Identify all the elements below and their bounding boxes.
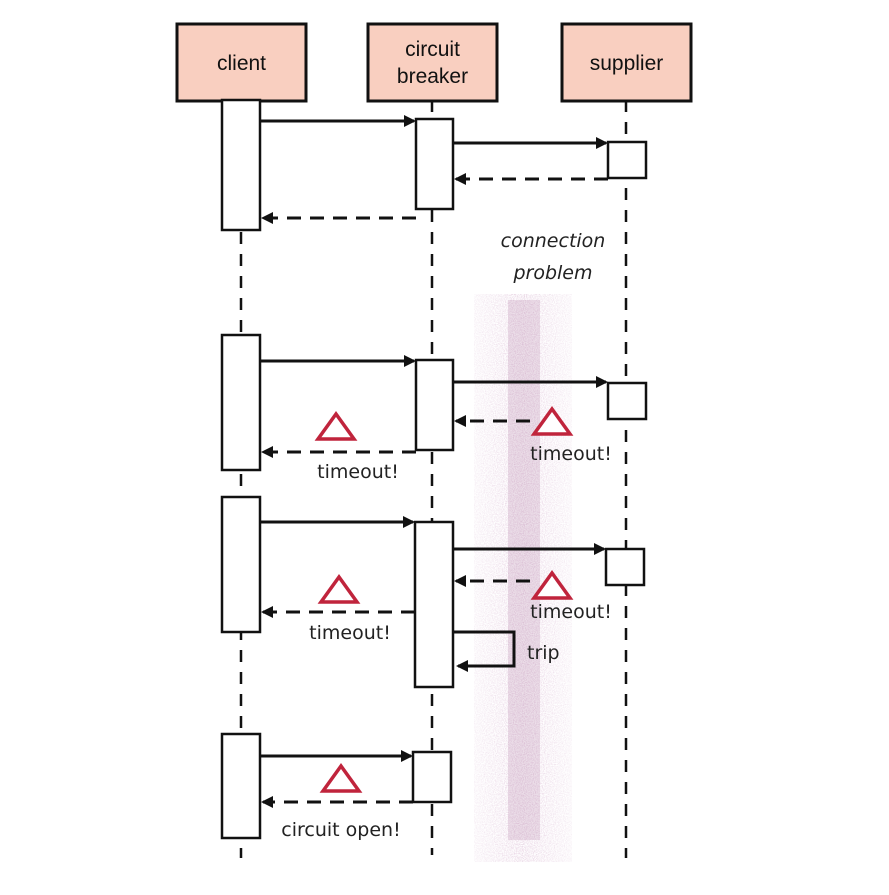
trip-self-call [453,630,516,672]
supplier-activation-2 [606,381,648,421]
participant-label: supplier [590,52,664,75]
breaker-activation-4 [411,750,453,804]
trip-label: trip [527,642,560,664]
connection-problem-label-line1: connection [501,230,606,252]
supplier-activation-3 [604,547,646,587]
warning-triangle-icon [319,763,363,793]
warning-triangle-icon [314,411,358,441]
client-activation-3 [220,495,262,634]
supplier-activation-1 [606,140,648,180]
participant-label: client [217,52,266,75]
breaker-activation-2 [414,358,455,452]
timeout-label: timeout! [309,622,391,644]
client-activation-2 [220,333,262,472]
circuit-open-label: circuit open! [281,819,400,841]
participant-label-line1: circuit [405,38,460,61]
participant-circuit-breaker: circuit breaker [366,22,499,103]
client-activation-4 [220,732,262,840]
timeout-label: timeout! [530,601,612,623]
connection-problem-label-line2: problem [512,262,592,284]
timeout-label: timeout! [530,443,612,465]
timeout-label: timeout! [317,461,399,483]
warning-triangle-icon [317,574,361,604]
breaker-activation-3 [413,520,455,689]
client-activation-1 [220,98,262,232]
warning-triangle-icon [530,406,574,436]
warning-triangle-icon [530,570,574,600]
participant-supplier: supplier [560,22,693,103]
participant-client: client [175,22,308,103]
participant-label-line2: breaker [397,65,468,88]
breaker-activation-1 [414,117,455,211]
